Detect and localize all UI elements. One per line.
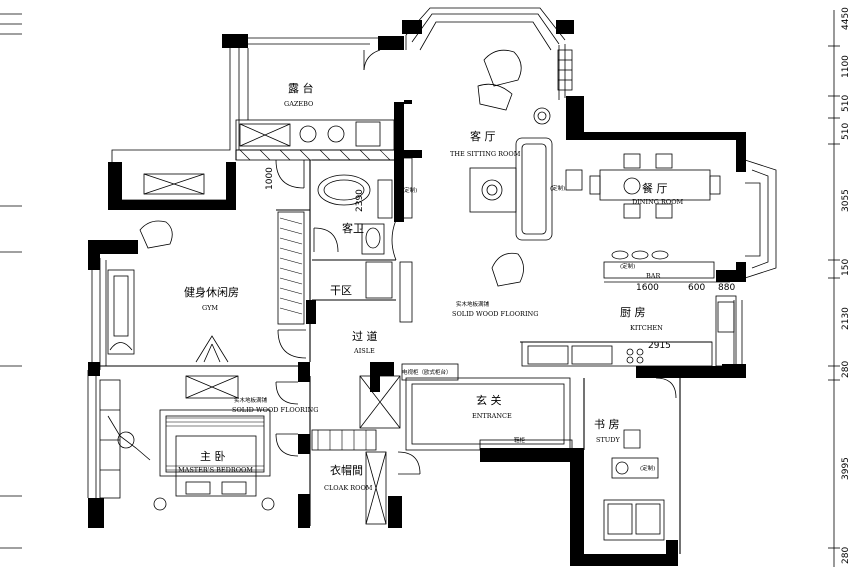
entrance-label: 玄 关 [476, 393, 502, 407]
gazebo-label: 露 台 [288, 81, 314, 95]
custom-note-d: (定制) [640, 464, 655, 472]
floor-note-master-en: SOLID WOOD FLOORING [232, 406, 318, 414]
rdim-280a: 280 [841, 361, 850, 378]
gazebo-label-en: GAZEBO [284, 100, 313, 108]
rdim-150: 150 [841, 259, 850, 276]
rdim-4450: 4450 [841, 7, 850, 30]
dim-880: 880 [718, 283, 735, 293]
rdim-280b: 280 [841, 547, 850, 564]
dim-1000: 1000 [265, 167, 275, 190]
custom-note-b: (定制) [550, 184, 565, 192]
bar-label: BAR [646, 272, 661, 280]
dim-2390: 2390 [355, 189, 365, 212]
rdim-3995: 3995 [841, 457, 850, 480]
rdim-2130: 2130 [841, 307, 850, 330]
sitting-room-label: 客 厅 [470, 129, 496, 143]
kitchen-label: 厨 房 [620, 306, 646, 319]
master-bedroom-label: 主 卧 [200, 450, 226, 463]
walls [88, 20, 746, 566]
right-dimension-strip: 4450 1100 510 3055 150 2130 280 3995 280… [828, 7, 850, 567]
master-bedroom-label-en: MASTER'S BEDROOM [178, 466, 253, 474]
custom-note-c: (定制) [620, 262, 635, 270]
aisle-label: 过 道 [352, 329, 378, 343]
gym-label: 健身休闲房 [184, 285, 239, 299]
dimensions: 1000 2390 1600 600 880 2915 [265, 167, 735, 351]
study-label: 书 房 [594, 418, 620, 431]
dim-1600: 1600 [636, 283, 659, 293]
sitting-room-label-en: THE SITTING ROOM [450, 150, 521, 158]
guest-wc-label: 客卫 [342, 221, 364, 235]
entrance-label-en: ENTRANCE [472, 412, 512, 420]
aisle-label-en: AISLE [353, 347, 375, 355]
gym-label-en: GYM [202, 304, 218, 312]
rdim-510: 510 [841, 95, 850, 112]
interior-lines [99, 48, 737, 554]
kitchen-label-en: KITCHEN [630, 324, 663, 332]
room-labels: 露 台 GAZEBO 客 厅 THE SITTING ROOM 餐 厅 DINI… [178, 81, 684, 492]
rdim-1100: 1100 [841, 55, 850, 78]
study-label-en: STUDY [596, 436, 620, 444]
floor-note-living-en: SOLID WOOD FLOORING [452, 310, 538, 318]
dining-room-label: 餐 厅 [642, 181, 668, 195]
floor-note-living: 实木地板满铺 [456, 300, 490, 308]
rdim-3055: 3055 [841, 189, 850, 212]
dim-2915: 2915 [648, 341, 671, 351]
shoe-cabinet-note: 鞋柜 [514, 436, 526, 444]
floor-note-master: 实木地板满铺 [234, 396, 268, 404]
cloak-room-label: 衣帽間 [330, 463, 363, 477]
dining-room-label-en: DINING ROOM [632, 198, 684, 206]
furniture [469, 49, 721, 287]
dry-area-label: 干区 [330, 284, 352, 297]
annotations: 实木地板满铺 SOLID WOOD FLOORING 实木地板满铺 SOLID … [232, 184, 655, 472]
cloak-room-label-en: CLOAK ROOM [324, 484, 373, 492]
left-margin-marks [0, 13, 22, 549]
rdim-510-top: 510 [841, 123, 850, 140]
custom-note-a: (定制) [402, 186, 417, 194]
outline-lines [87, 7, 777, 498]
tv-cabinet-note: 电视柜（欧式柜台） [402, 368, 452, 376]
dim-600: 600 [688, 283, 705, 293]
